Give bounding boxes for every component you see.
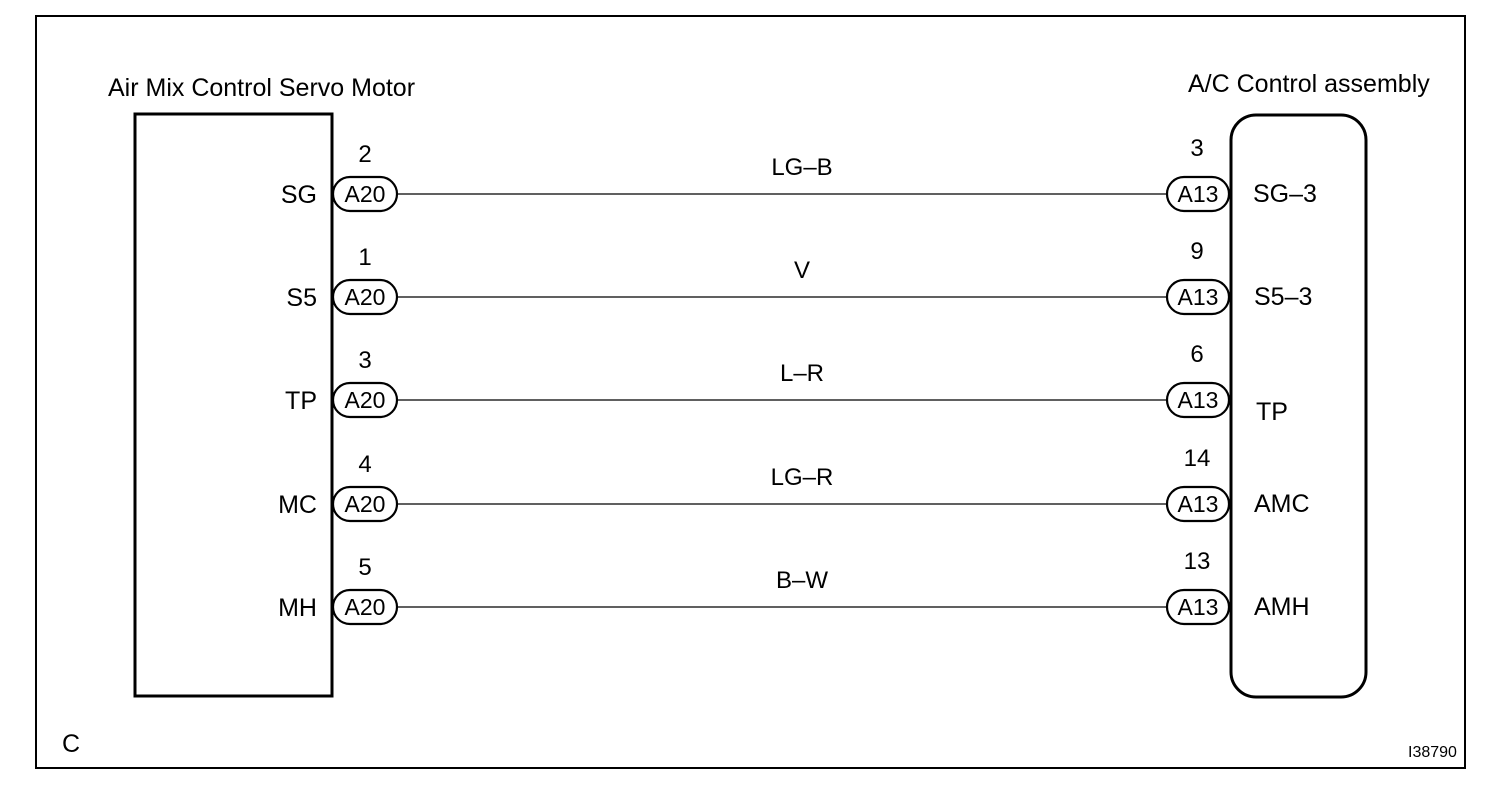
right-pin-number: 13 [1184,548,1211,575]
right-pin-number: 14 [1184,445,1211,472]
wire-color-code: V [794,257,810,284]
right-connector-label: A13 [1178,387,1219,413]
left-signal-label: TP [285,387,317,415]
right-connector-shape [1165,278,1231,316]
right-connector-label: A13 [1178,491,1219,517]
right-pin-number: 9 [1190,238,1203,265]
right-signal-label: AMC [1254,490,1310,518]
corner-label: C [62,730,80,758]
right-connector-label: A13 [1178,181,1219,207]
right-signal-label: SG–3 [1253,180,1317,208]
right-component-box [1229,113,1368,699]
left-pin-number: 1 [358,244,371,271]
right-signal-label: TP [1256,398,1288,426]
wire-color-code: LG–B [771,154,832,181]
left-connector-label: A20 [345,387,386,413]
left-connector-label: A20 [345,181,386,207]
wire-color-code: L–R [780,360,824,387]
figure-id: I38790 [1408,744,1457,761]
wire-color-code: LG–R [771,464,834,491]
left-pin-number: 3 [358,347,371,374]
left-pin-number: 4 [358,451,371,478]
left-component-box [133,112,334,698]
right-connector-shape [1165,175,1231,213]
right-connector-label: A13 [1178,594,1219,620]
left-signal-label: S5 [286,284,317,312]
wire-color-code: B–W [776,567,828,594]
left-connector-label: A20 [345,491,386,517]
right-connector-label: A13 [1178,284,1219,310]
right-connector-shape [1165,588,1231,626]
diagram-frame [35,15,1466,769]
left-pin-number: 2 [358,141,371,168]
right-signal-label: S5–3 [1254,283,1312,311]
right-connector-shape [1165,485,1231,523]
left-connector-label: A20 [345,594,386,620]
right-signal-label: AMH [1254,593,1310,621]
left-signal-label: MH [278,594,317,622]
right-pin-number: 3 [1190,135,1203,162]
left-signal-label: SG [281,181,317,209]
left-pin-number: 5 [358,554,371,581]
left-component-title: Air Mix Control Servo Motor [108,74,415,102]
left-connector-label: A20 [345,284,386,310]
right-pin-number: 6 [1190,341,1203,368]
right-connector-shape [1165,381,1231,419]
right-component-title: A/C Control assembly [1188,70,1430,98]
left-signal-label: MC [278,491,317,519]
